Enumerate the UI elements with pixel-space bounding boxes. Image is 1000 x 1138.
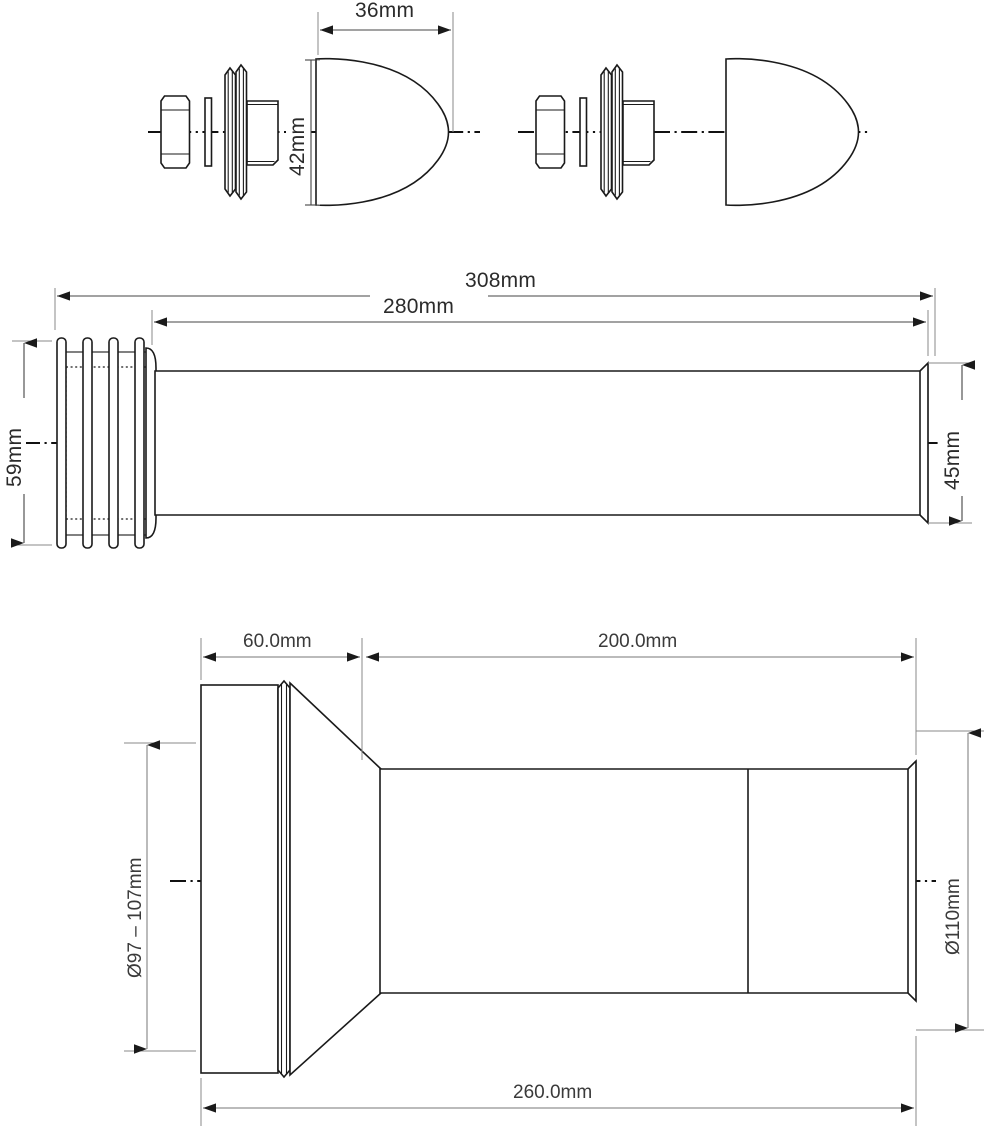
dome-cap-part-2 (725, 57, 860, 207)
washer-part-2 (579, 97, 588, 167)
view-top-right-assembly (518, 57, 870, 207)
dimension-200mm: 200.0mm (366, 626, 917, 755)
flange-cup (200, 684, 279, 1074)
dimension-label-flange-diameter: Ø97 – 107mm (125, 858, 146, 978)
spigot-part-2 (622, 100, 655, 166)
dimension-label-280mm: 280mm (383, 295, 454, 318)
dimension-label-260mm: 260.0mm (513, 1082, 592, 1103)
dimension-label-42mm: 42mm (286, 117, 309, 176)
pipe-barrel (154, 361, 929, 525)
dimension-45mm: 45mm (928, 360, 975, 526)
dimension-pipe-diameter: Ø110mm (916, 728, 984, 1033)
dimension-label-pipe-diameter: Ø110mm (943, 878, 964, 955)
dimension-label-59mm: 59mm (3, 428, 26, 487)
bellows-seal-section (56, 337, 157, 549)
view-middle-connector: 308mm 280mm 59mm (2, 265, 975, 549)
cone-transition (289, 681, 382, 1077)
spigot-part (246, 100, 279, 166)
dome-cap-part (315, 57, 450, 207)
view-top-left-assembly: 36mm 42mm (148, 0, 480, 207)
dimension-label-60mm: 60.0mm (243, 631, 312, 652)
dimension-label-308mm: 308mm (465, 269, 536, 292)
flanged-collar-part-b (235, 63, 248, 201)
dimension-flange-diameter: Ø97 – 107mm (118, 740, 196, 1054)
dimension-308mm: 308mm (54, 265, 936, 356)
dimension-280mm: 280mm (151, 293, 929, 356)
dimension-60mm: 60.0mm (200, 626, 363, 760)
dimension-label-200mm: 200.0mm (598, 631, 677, 652)
dimension-36mm: 36mm (317, 0, 454, 132)
view-bottom-connector: 60.0mm 200.0mm Ø97 – 107mm (118, 626, 984, 1126)
dimension-label-45mm: 45mm (941, 431, 964, 490)
dimension-260mm: 260.0mm (200, 1036, 917, 1126)
dimension-42mm: 42mm (286, 59, 320, 206)
sealing-rings (277, 679, 291, 1079)
flanged-collar-part-2b (611, 63, 624, 201)
dimension-59mm: 59mm (2, 338, 52, 548)
barrel-section (379, 759, 917, 1003)
flanged-collar-part-2 (600, 66, 613, 198)
washer-part (204, 97, 213, 167)
hex-nut-part (160, 95, 191, 169)
dimension-label-36mm: 36mm (355, 0, 414, 22)
hex-nut-part-2 (535, 95, 566, 169)
